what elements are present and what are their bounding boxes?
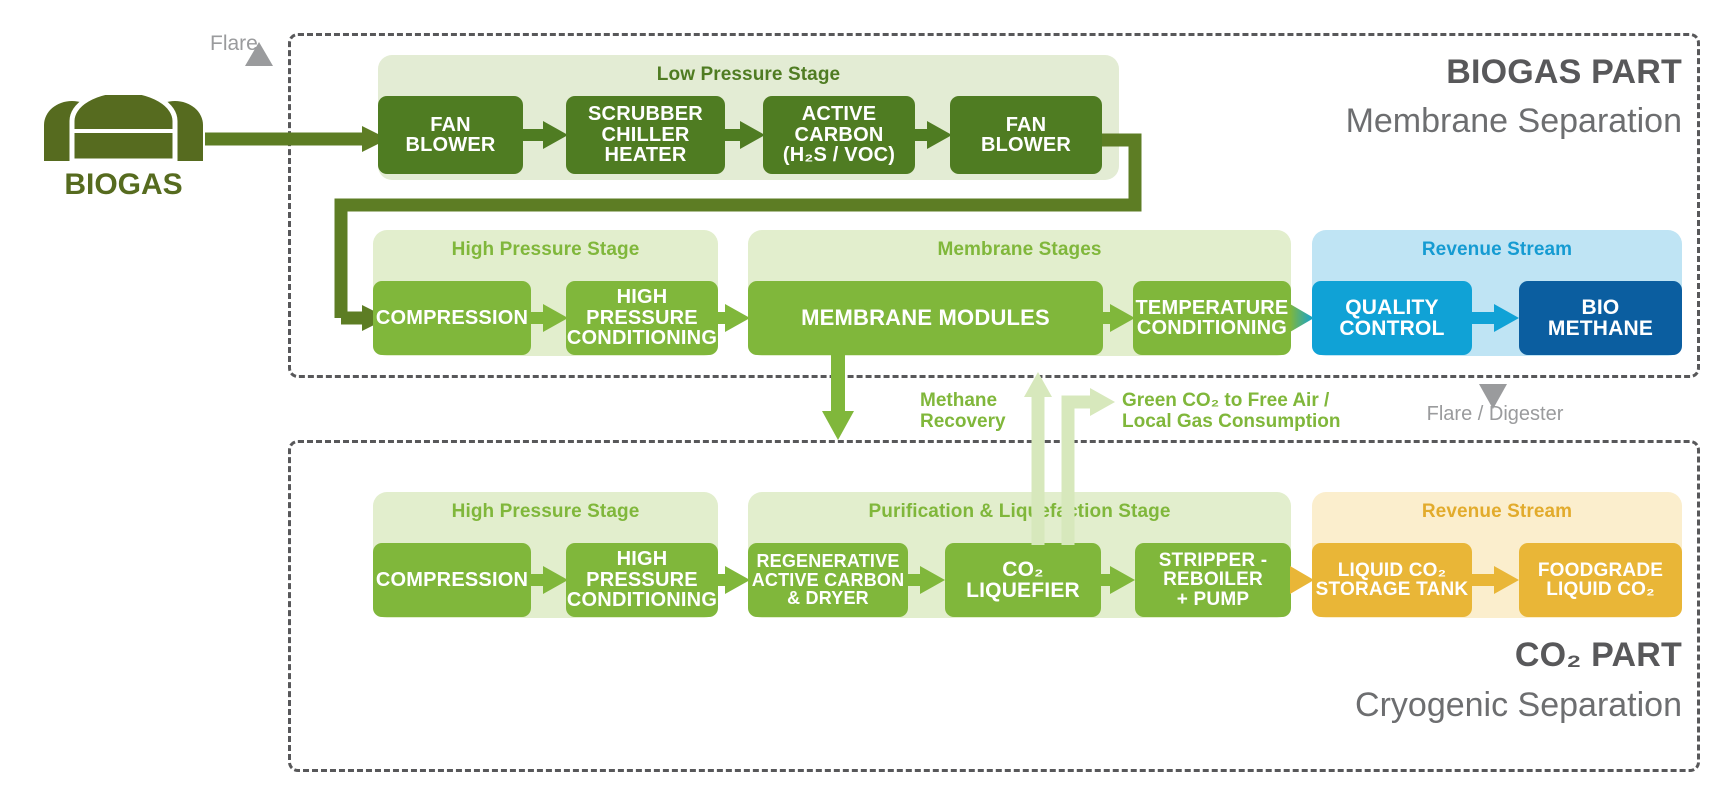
box-stripper-reboiler-pump[interactable]: STRIPPER -REBOILER+ PUMP xyxy=(1135,543,1291,617)
caption-flare-digester: Flare / Digester xyxy=(1426,403,1564,425)
group-title-membrane: Membrane Stages xyxy=(937,239,1102,260)
box-label: MEMBRANE MODULES xyxy=(801,304,1050,330)
section-frame-co2-part xyxy=(288,440,1700,772)
group-title-low-pressure: Low Pressure Stage xyxy=(656,64,841,85)
group-title-purification: Purification & Liquefaction Stage xyxy=(868,501,1171,522)
box-label: STRIPPER -REBOILER+ PUMP xyxy=(1158,549,1268,610)
flare-label: Flare xyxy=(210,32,258,55)
section-frame-biogas-part xyxy=(288,33,1700,378)
caption-green-co2: Green CO₂ to Free Air /Local Gas Consump… xyxy=(1122,390,1341,433)
box-label: COMPRESSION xyxy=(375,306,529,329)
box-label: COMPRESSION xyxy=(375,568,529,591)
section-title-co2-part: CO₂ PART xyxy=(1514,636,1682,674)
group-title-high-pressure-co2: High Pressure Stage xyxy=(451,501,640,522)
section-subtitle-biogas-part: Membrane Separation xyxy=(1345,102,1682,140)
biogas-digester-icon xyxy=(44,95,203,164)
section-subtitle-co2-part: Cryogenic Separation xyxy=(1355,686,1682,724)
section-title-biogas-part: BIOGAS PART xyxy=(1446,53,1682,91)
group-title-revenue-biogas: Revenue Stream xyxy=(1421,239,1573,260)
group-title-high-pressure-biogas: High Pressure Stage xyxy=(451,239,640,260)
group-title-revenue-co2: Revenue Stream xyxy=(1421,501,1573,522)
box-compression-biogas[interactable]: COMPRESSION xyxy=(373,281,531,355)
box-compression-co2[interactable]: COMPRESSION xyxy=(373,543,531,617)
box-membrane-modules[interactable]: MEMBRANE MODULES xyxy=(748,281,1103,355)
arrow-flare xyxy=(245,42,273,139)
biogas-source-label: BIOGAS xyxy=(64,168,183,201)
